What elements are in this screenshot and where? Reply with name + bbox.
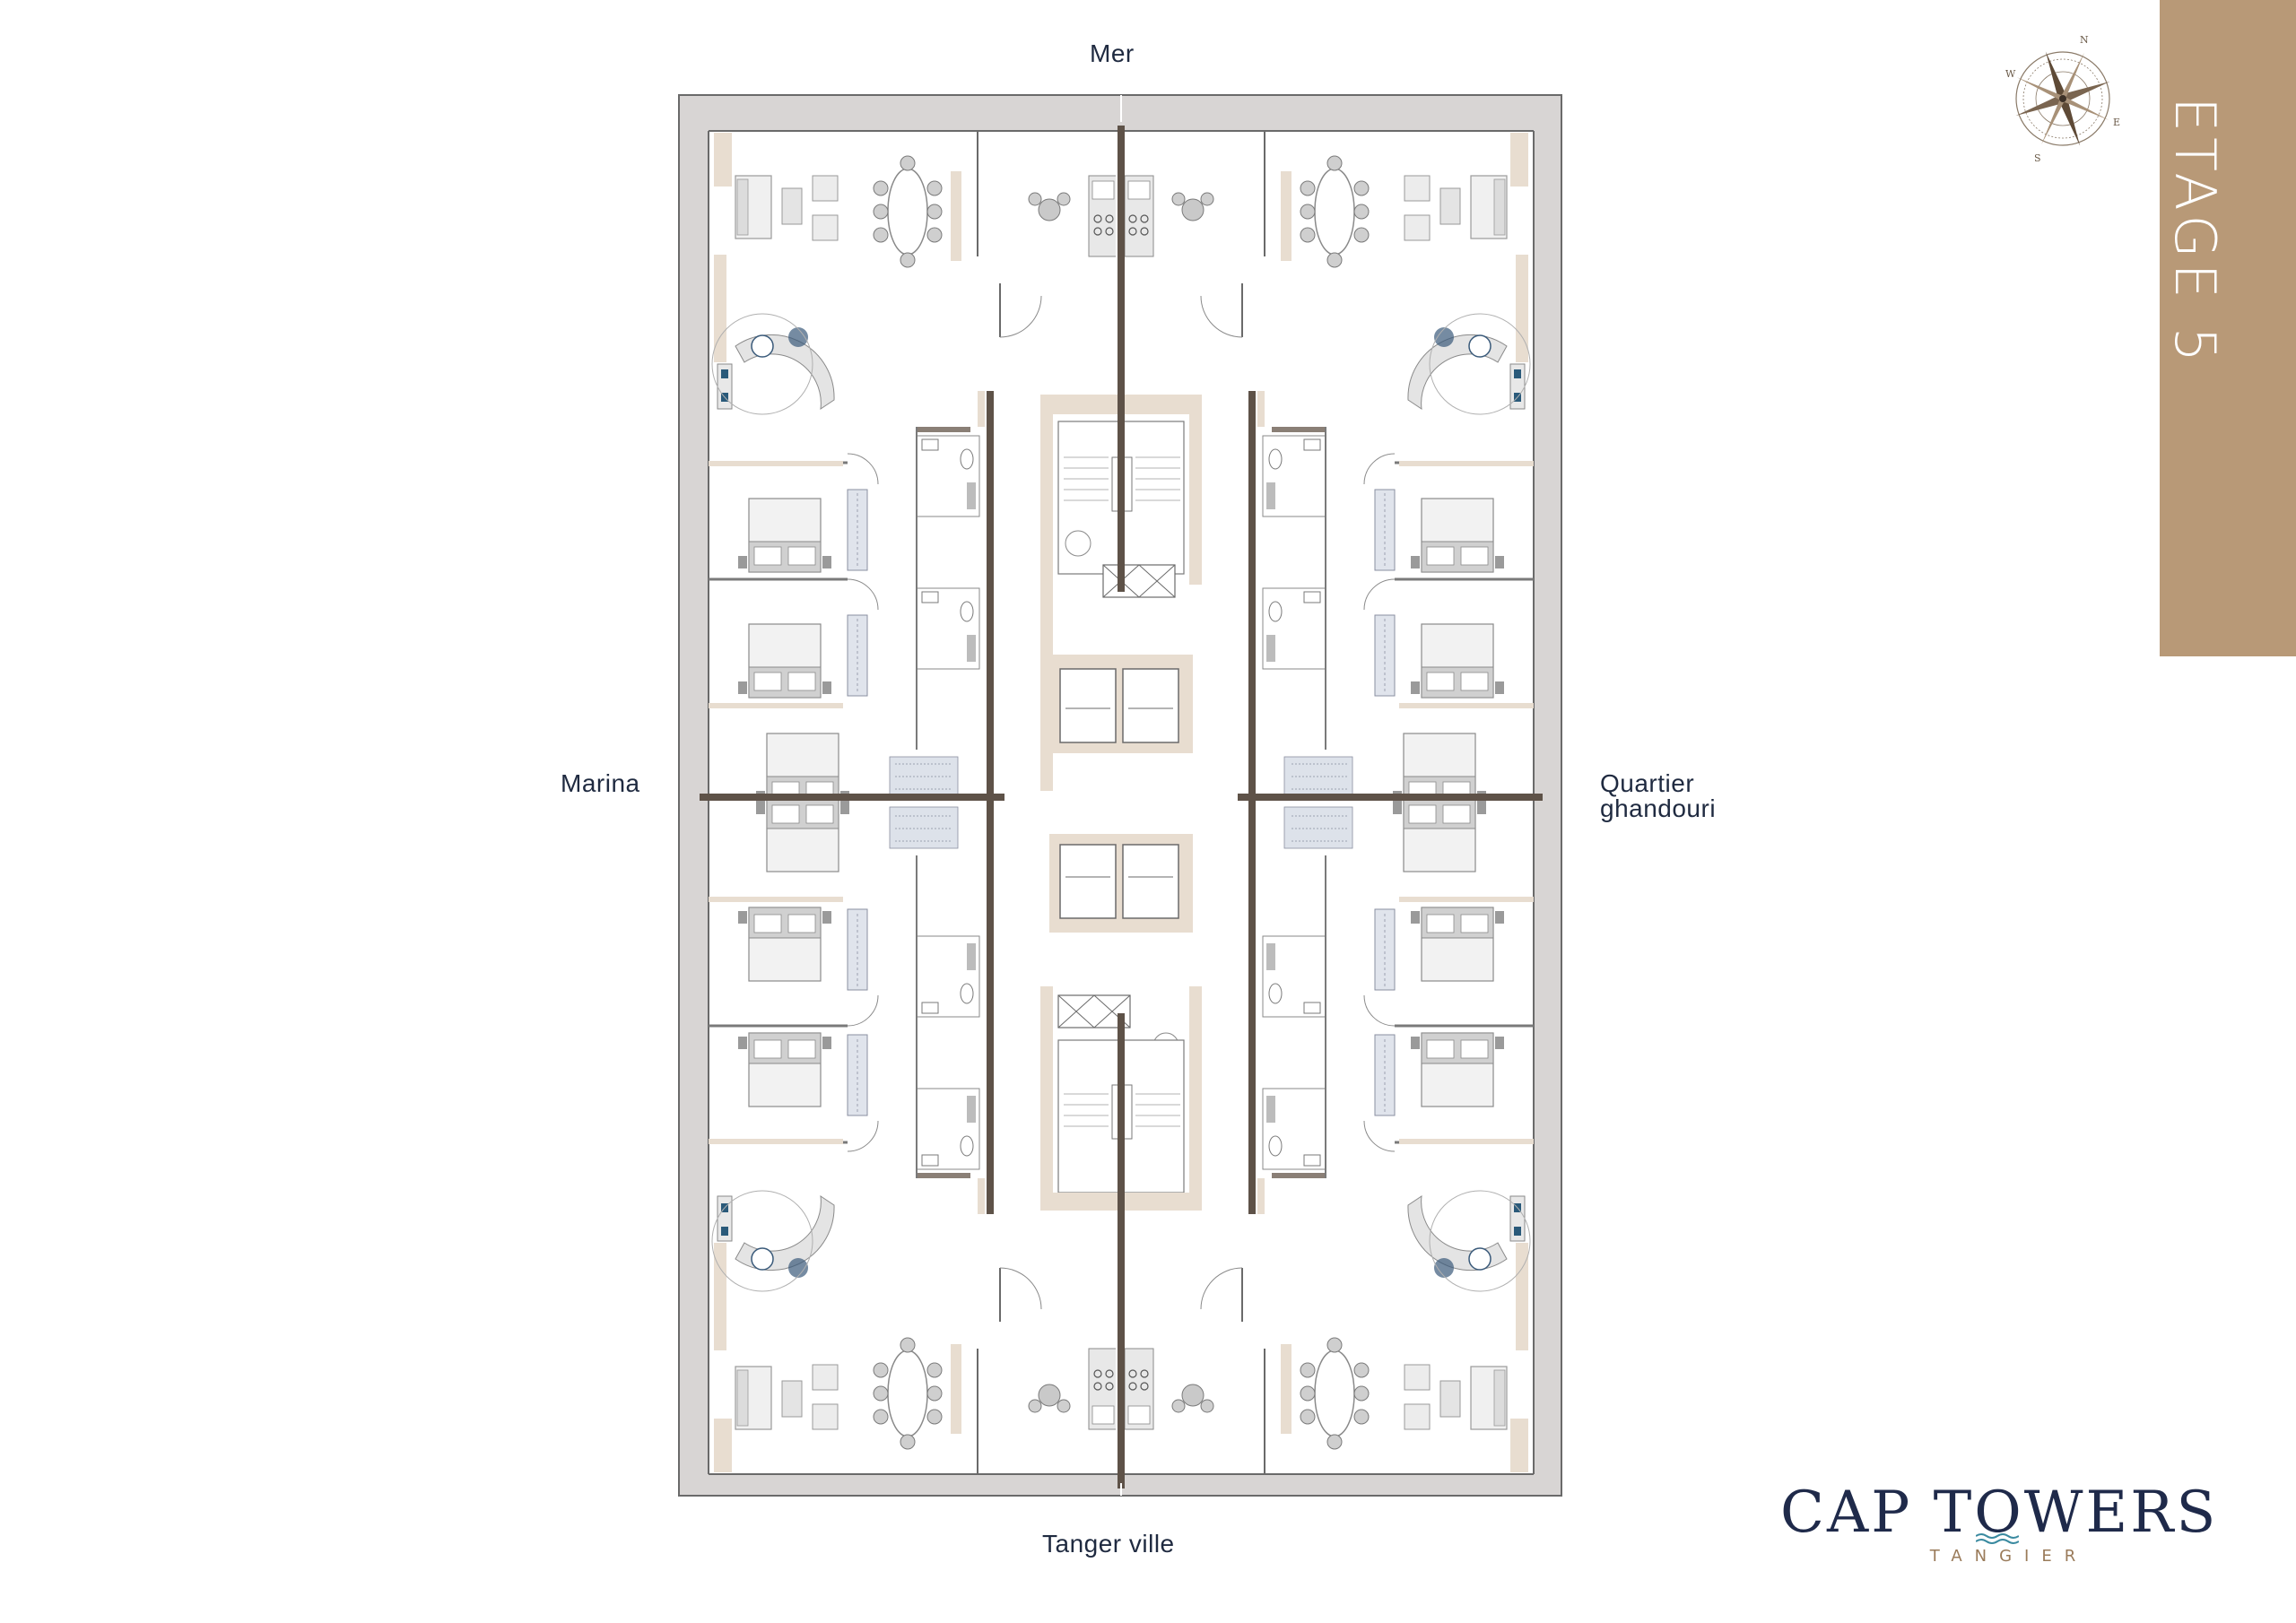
orientation-label-east-line1: Quartier bbox=[1600, 769, 1695, 797]
floor-plan bbox=[678, 94, 1562, 1497]
brand-name: CAP TOWERS bbox=[1780, 1480, 2219, 1546]
compass-north-label: N bbox=[2080, 34, 2089, 46]
orientation-label-west: Marina bbox=[561, 769, 640, 797]
party-wall-west bbox=[700, 794, 1004, 801]
compass-east-label: E bbox=[2113, 117, 2120, 128]
orientation-label-north: Mer bbox=[1090, 39, 1135, 67]
compass-south-label: S bbox=[2034, 152, 2041, 164]
brand-logo: CAP TOWERS TANGIER bbox=[1780, 1480, 2219, 1566]
brand-subtitle: TANGIER bbox=[1929, 1547, 2089, 1566]
compass-rose-icon: N W E S bbox=[2005, 34, 2120, 164]
orientation-label-south: Tanger ville bbox=[1042, 1530, 1175, 1558]
party-wall-east bbox=[1238, 794, 1543, 801]
party-wall-south bbox=[1118, 1013, 1125, 1488]
compass-west-label: W bbox=[2005, 68, 2016, 80]
party-wall-north bbox=[1118, 126, 1125, 592]
floor-label: ETAGE 5 bbox=[2162, 97, 2228, 368]
orientation-label-east: Quartier ghandouri bbox=[1600, 771, 1761, 821]
elevators-south bbox=[1049, 834, 1193, 933]
orientation-label-east-line2: ghandouri bbox=[1600, 794, 1717, 822]
wave-icon bbox=[1976, 1533, 2019, 1544]
elevators-north bbox=[1049, 655, 1193, 753]
floor-tab bbox=[2160, 0, 2296, 656]
